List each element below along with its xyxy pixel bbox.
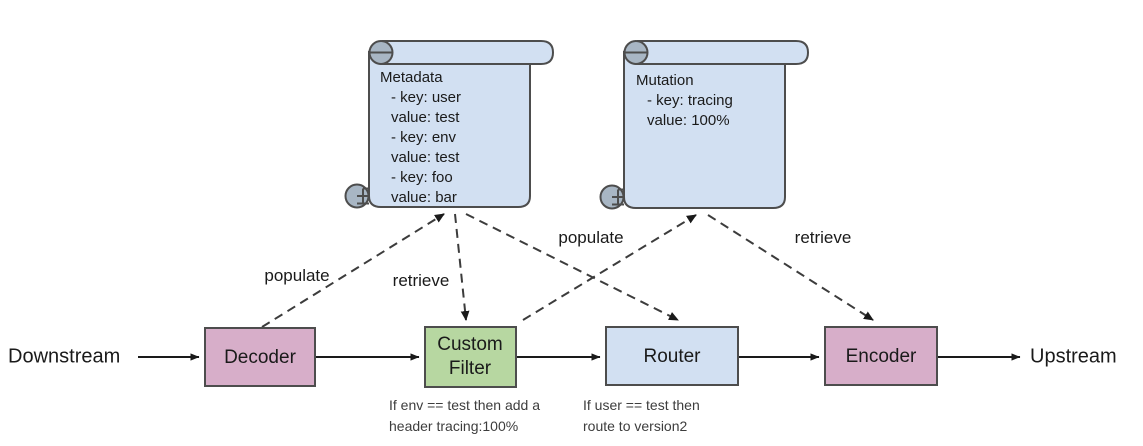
metadata-scroll-title: Metadata [380, 69, 443, 86]
metadata-scroll-top-roll [382, 40, 555, 65]
edge-label-retrieve-mutation: retrieve [795, 228, 852, 247]
node-router-label: Router [643, 346, 701, 367]
mutation-scroll-line-2: value: 100% [647, 112, 730, 129]
metadata-scroll-line-6: value: bar [391, 189, 457, 206]
caption-custom-filter-line2: header tracing:100% [389, 418, 518, 434]
caption-custom-filter-line1: If env == test then add a [389, 397, 540, 413]
scroll-mutation: Mutation - key: tracing value: 100% [599, 40, 810, 210]
caption-router-line1: If user == test then [583, 397, 700, 413]
node-custom-filter-rect[interactable] [424, 326, 517, 388]
edge-label-populate-metadata: populate [264, 266, 329, 285]
edge-label-retrieve-metadata: retrieve [393, 271, 450, 290]
node-decoder-rect[interactable] [204, 327, 316, 387]
node-encoder-rect[interactable] [824, 326, 938, 386]
mutation-scroll-top-roll [637, 40, 810, 65]
metadata-scroll-line-5: - key: foo [391, 169, 453, 186]
scroll-metadata: Metadata - key: user value: test - key: … [344, 40, 555, 209]
edge-retrieve-metadata-to-custom-filter [454, 213, 470, 321]
edge-label-populate-mutation: populate [558, 228, 623, 247]
edge-metadata-to-router [465, 213, 679, 321]
metadata-scroll-line-4: value: test [391, 149, 460, 166]
endpoint-downstream-label: Downstream [8, 345, 120, 367]
mutation-scroll-title: Mutation [636, 72, 694, 89]
node-router-rect[interactable] [605, 326, 739, 386]
metadata-scroll-curl-bottom-line [357, 187, 369, 205]
node-encoder-label: Encoder [846, 346, 917, 367]
node-encoder[interactable]: Encoder [824, 326, 938, 386]
metadata-scroll-line-2: value: test [391, 109, 460, 126]
node-decoder[interactable]: Decoder [204, 327, 316, 387]
caption-router-line2: route to version2 [583, 418, 687, 434]
caption-router: If user == test then route to version2 [583, 397, 700, 434]
node-custom-filter[interactable]: Custom Filter [424, 326, 517, 388]
mutation-scroll-line-1: - key: tracing [647, 92, 733, 109]
mutation-scroll-curl-bottom-line [612, 188, 624, 206]
node-router[interactable]: Router [605, 326, 739, 386]
node-custom-filter-label-line1: Custom [437, 334, 502, 355]
edge-populate-decoder-to-metadata [261, 213, 445, 328]
node-decoder-label: Decoder [224, 347, 296, 368]
node-custom-filter-label-line2: Filter [449, 358, 492, 379]
metadata-scroll-line-3: - key: env [391, 129, 457, 146]
endpoint-upstream-label: Upstream [1030, 345, 1117, 367]
metadata-scroll-line-1: - key: user [391, 89, 461, 106]
edge-retrieve-mutation-to-encoder [707, 214, 874, 321]
caption-custom-filter: If env == test then add a header tracing… [389, 397, 540, 434]
edge-populate-custom-filter-to-mutation [522, 214, 697, 321]
